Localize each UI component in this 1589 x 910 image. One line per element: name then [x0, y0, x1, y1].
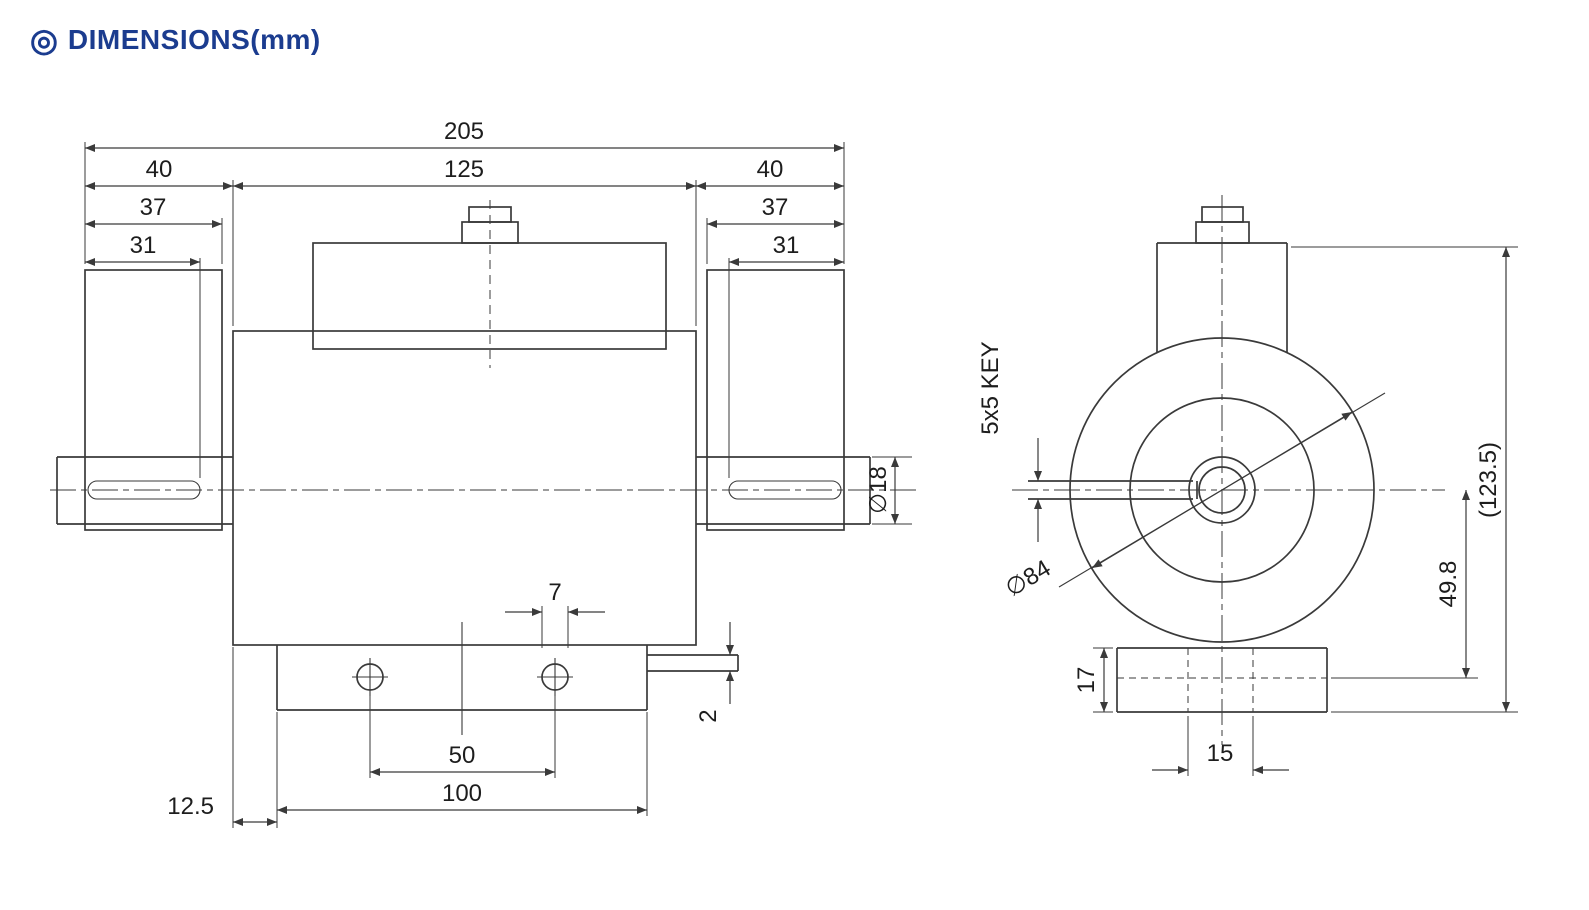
page-title: ◎ DIMENSIONS(mm): [30, 24, 321, 56]
sensor-body-outline: [232, 330, 697, 646]
shaft-circle: [1188, 456, 1256, 524]
end-view-extension-lines: [1093, 246, 1518, 776]
dim-right-shoulder: 37: [762, 194, 789, 221]
dim-right-key-length: 31: [773, 232, 800, 259]
dim-base-length: 100: [442, 780, 482, 807]
dim-base-offset: 12.5: [167, 793, 214, 820]
dim-hole-spacing: 50: [449, 742, 476, 769]
right-shaft-block: [706, 269, 845, 531]
dim-left-key-length: 31: [130, 232, 157, 259]
boss-circle: [1129, 397, 1315, 583]
dim-axis-height: 49.8: [1435, 561, 1462, 608]
dim-left-section: 40: [146, 156, 173, 183]
dim-base-height: 17: [1073, 667, 1100, 694]
dim-key-spec: 5x5 KEY: [977, 341, 1004, 434]
side-view-extension-lines: [84, 142, 912, 828]
end-view-dimensions: 5x5 KEY ∅84 (123.5) 49.8 17 15: [977, 247, 1510, 774]
right-keyway-slot: [728, 480, 842, 500]
dim-right-section: 40: [757, 156, 784, 183]
page-title-label: DIMENSIONS(mm): [67, 24, 321, 55]
connector-cap: [468, 206, 512, 223]
bore-circle: [1198, 466, 1246, 514]
dim-shaft-diameter: ∅18: [865, 466, 892, 514]
end-connector-cap: [1201, 206, 1244, 223]
double-circle-icon: ◎: [30, 22, 58, 58]
side-view: [50, 200, 920, 735]
dim-foot-width: 15: [1207, 740, 1234, 767]
left-keyway-slot: [87, 480, 201, 500]
end-view: [1012, 195, 1445, 745]
dim-overall-height: (123.5): [1475, 442, 1502, 518]
left-shaft-block: [84, 269, 223, 531]
side-view-dimensions: 205 40 125 40 37 37 31 31 ∅18 7 50 100: [85, 118, 899, 826]
dim-body-diameter: ∅84: [1001, 555, 1056, 603]
body-outer-circle: [1069, 337, 1375, 643]
dim-tab-thickness: 2: [695, 709, 722, 722]
dim-body-length: 125: [444, 156, 484, 183]
dim-overall-length: 205: [444, 118, 484, 145]
dim-left-shoulder: 37: [140, 194, 167, 221]
dim-mount-hole-diameter: 7: [548, 579, 561, 606]
